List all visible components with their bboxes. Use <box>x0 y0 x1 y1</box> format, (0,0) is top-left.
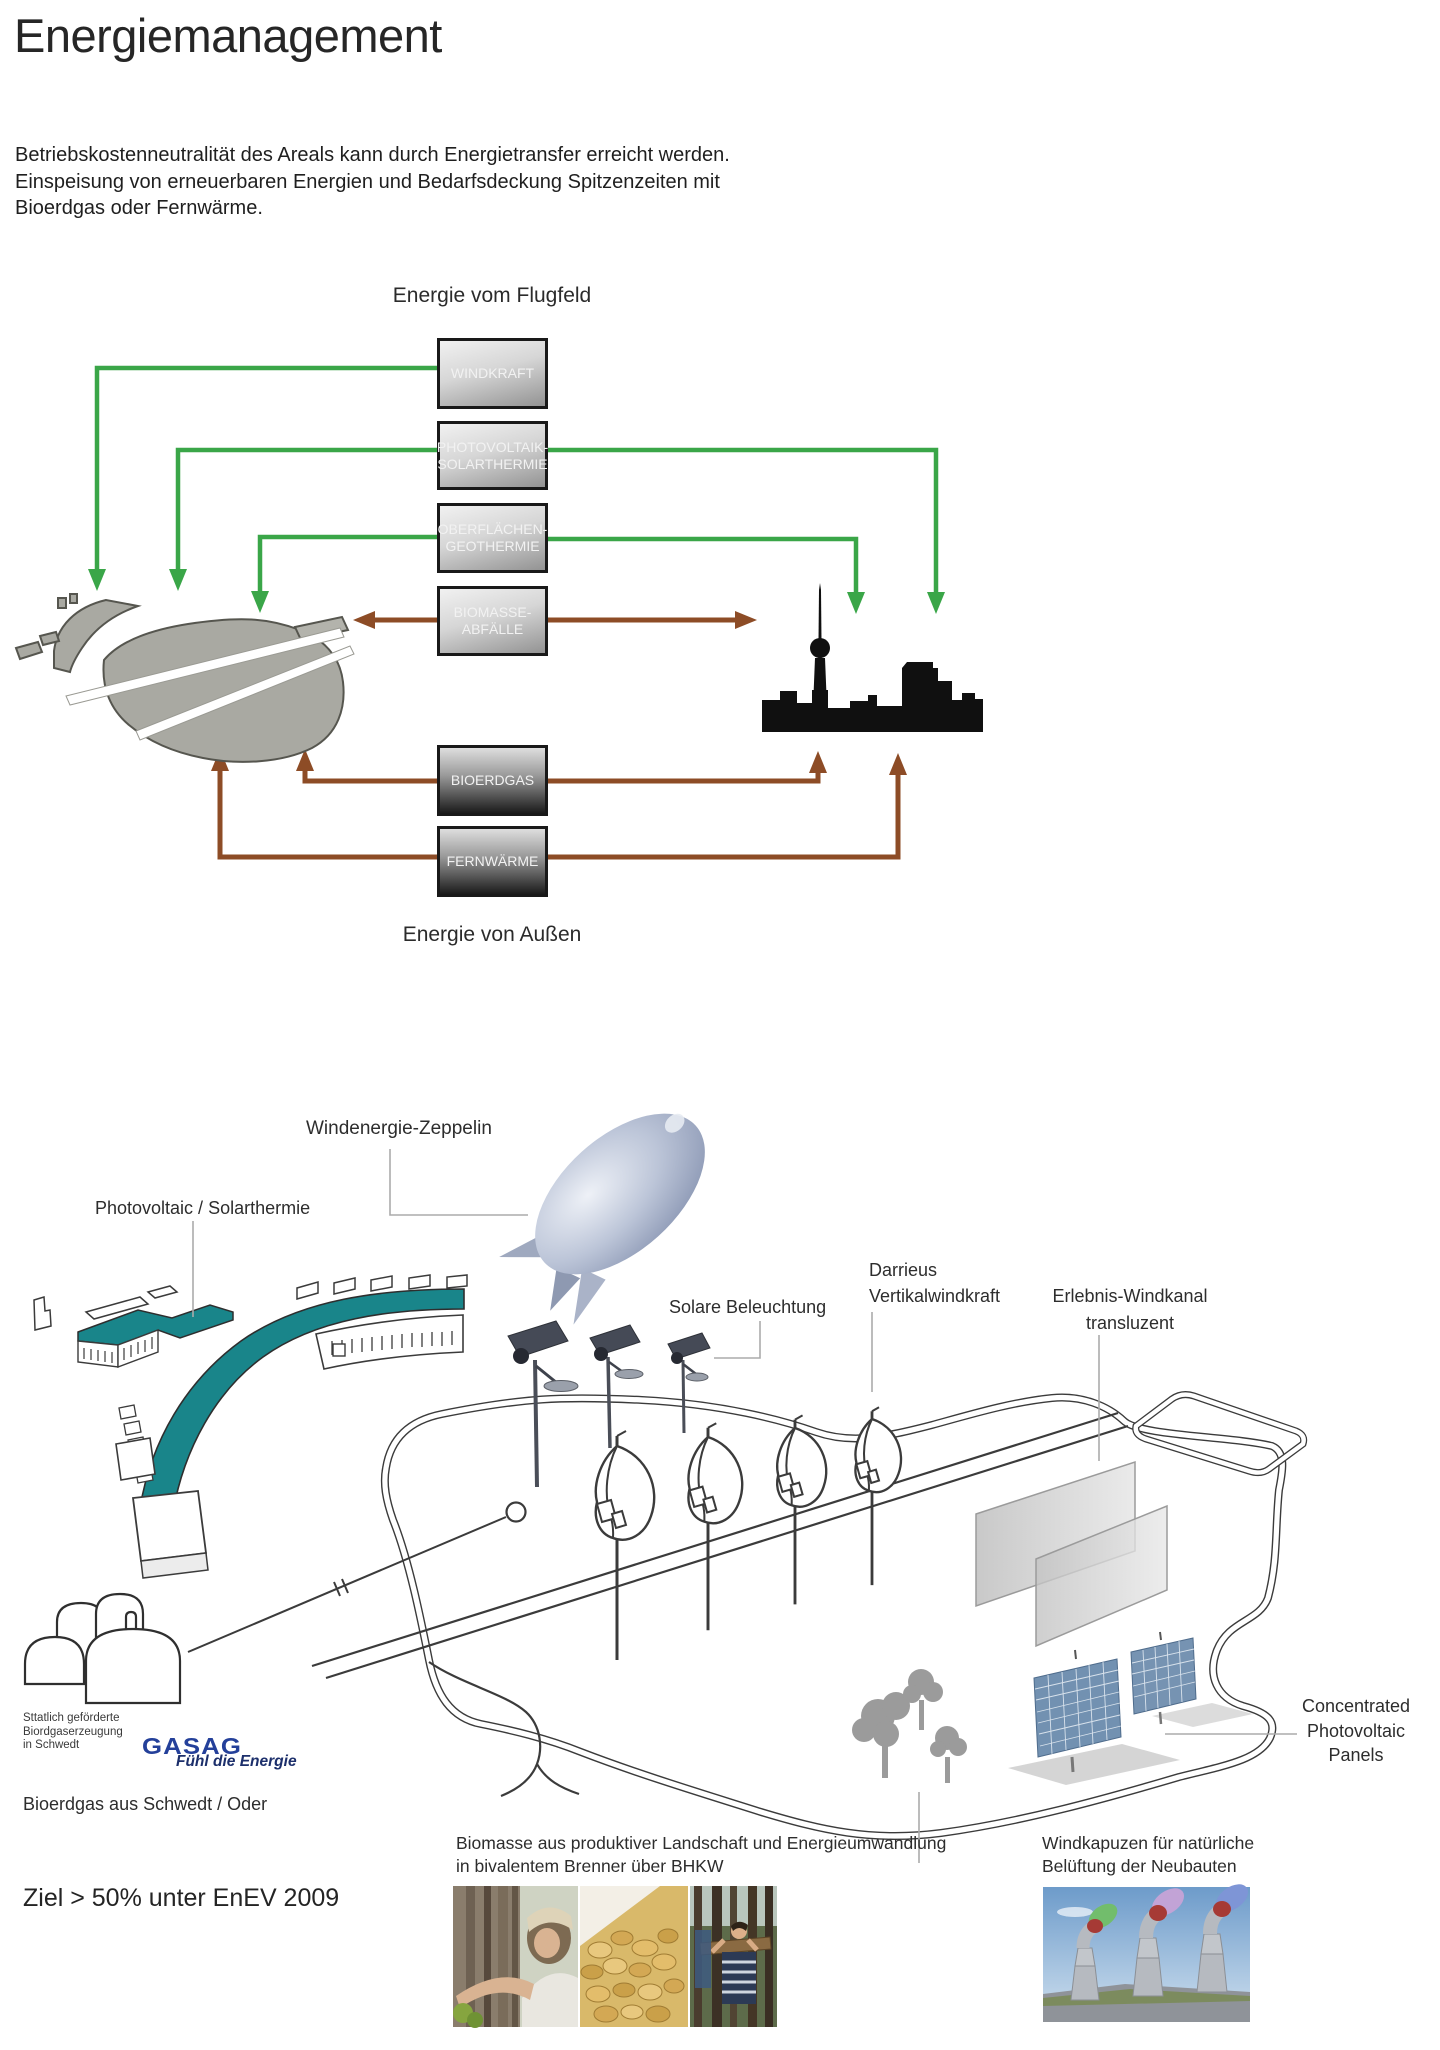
city-skyline-silhouette <box>762 583 983 732</box>
label-biomasse: Biomasse aus produktiver Landschaft und … <box>456 1833 947 1876</box>
label-cpv: Concentrated Photovoltaic Panels <box>1301 1696 1411 1765</box>
label-darrieus: Darrieus Vertikalwindkraft <box>869 1260 1001 1306</box>
flow-box-bioerdgas: BIOERDGAS <box>437 745 548 816</box>
brown-arrows <box>211 611 907 860</box>
flow-box-geothermie: OBERFLÄCHEN- GEOTHERMIE <box>437 503 548 573</box>
flow-bottom-label: Energie von Außen <box>402 923 582 946</box>
cpv-panels <box>1008 1631 1253 1785</box>
label-lighting: Solare Beleuchtung <box>669 1297 827 1317</box>
darrieus-turbines <box>594 1406 903 1660</box>
flow-box-photovoltaik: PHOTOVOLTAIK- SOLARTHERMIE <box>437 421 548 490</box>
flow-box-biomasse: BIOMASSE- ABFÄLLE <box>437 586 548 656</box>
label-zeppelin: Windenergie-Zeppelin <box>306 1118 492 1139</box>
label-bioerdgas: Bioerdgas aus Schwedt / Oder <box>23 1794 268 1814</box>
wind-canal <box>975 1460 1168 1648</box>
label-windkapuzen: Windkapuzen für natürliche Belüftung der… <box>1042 1833 1255 1876</box>
flow-box-fernwaerme: FERNWÄRME <box>437 826 548 897</box>
intro-line: Bioerdgas oder Fernwärme. <box>15 197 263 219</box>
label-goal: Ziel > 50% unter EnEV 2009 <box>23 1884 340 1912</box>
trees <box>852 1669 967 1783</box>
green-arrows <box>88 365 945 614</box>
intro-paragraph: Betriebskostenneutralität des Areals kan… <box>15 142 730 222</box>
zeppelin <box>499 1113 705 1325</box>
photo-biomasse-strip <box>453 1886 777 2028</box>
intro-line: Einspeisung von erneuerbaren Energien un… <box>15 170 720 193</box>
label-photovoltaic: Photovoltaic / Solarthermie <box>95 1198 311 1218</box>
airfield-silhouette <box>14 593 355 763</box>
biogas-domes <box>23 1592 182 1705</box>
page-title: Energiemanagement <box>14 9 442 62</box>
label-biogas-note: Sttatlich geförderte Biordgaserzeugung i… <box>23 1712 123 1751</box>
site-plan <box>187 1391 1308 1841</box>
flow-box-windkraft: WINDKRAFT <box>437 338 548 409</box>
intro-line: Betriebskostenneutralität des Areals kan… <box>15 144 730 166</box>
solar-lamps <box>507 1320 711 1488</box>
leader-lines <box>192 1149 1297 1863</box>
terminal-building <box>33 1274 468 1579</box>
gasag-logo: GASAG <box>142 1733 243 1759</box>
label-windkanal: Erlebnis-Windkanal transluzent <box>1052 1286 1208 1333</box>
flow-top-label: Energie vom Flugfeld <box>392 284 592 307</box>
gasag-tagline: Fühl die Energie <box>176 1753 297 1770</box>
photo-windkapuzen <box>1043 1884 1250 2022</box>
